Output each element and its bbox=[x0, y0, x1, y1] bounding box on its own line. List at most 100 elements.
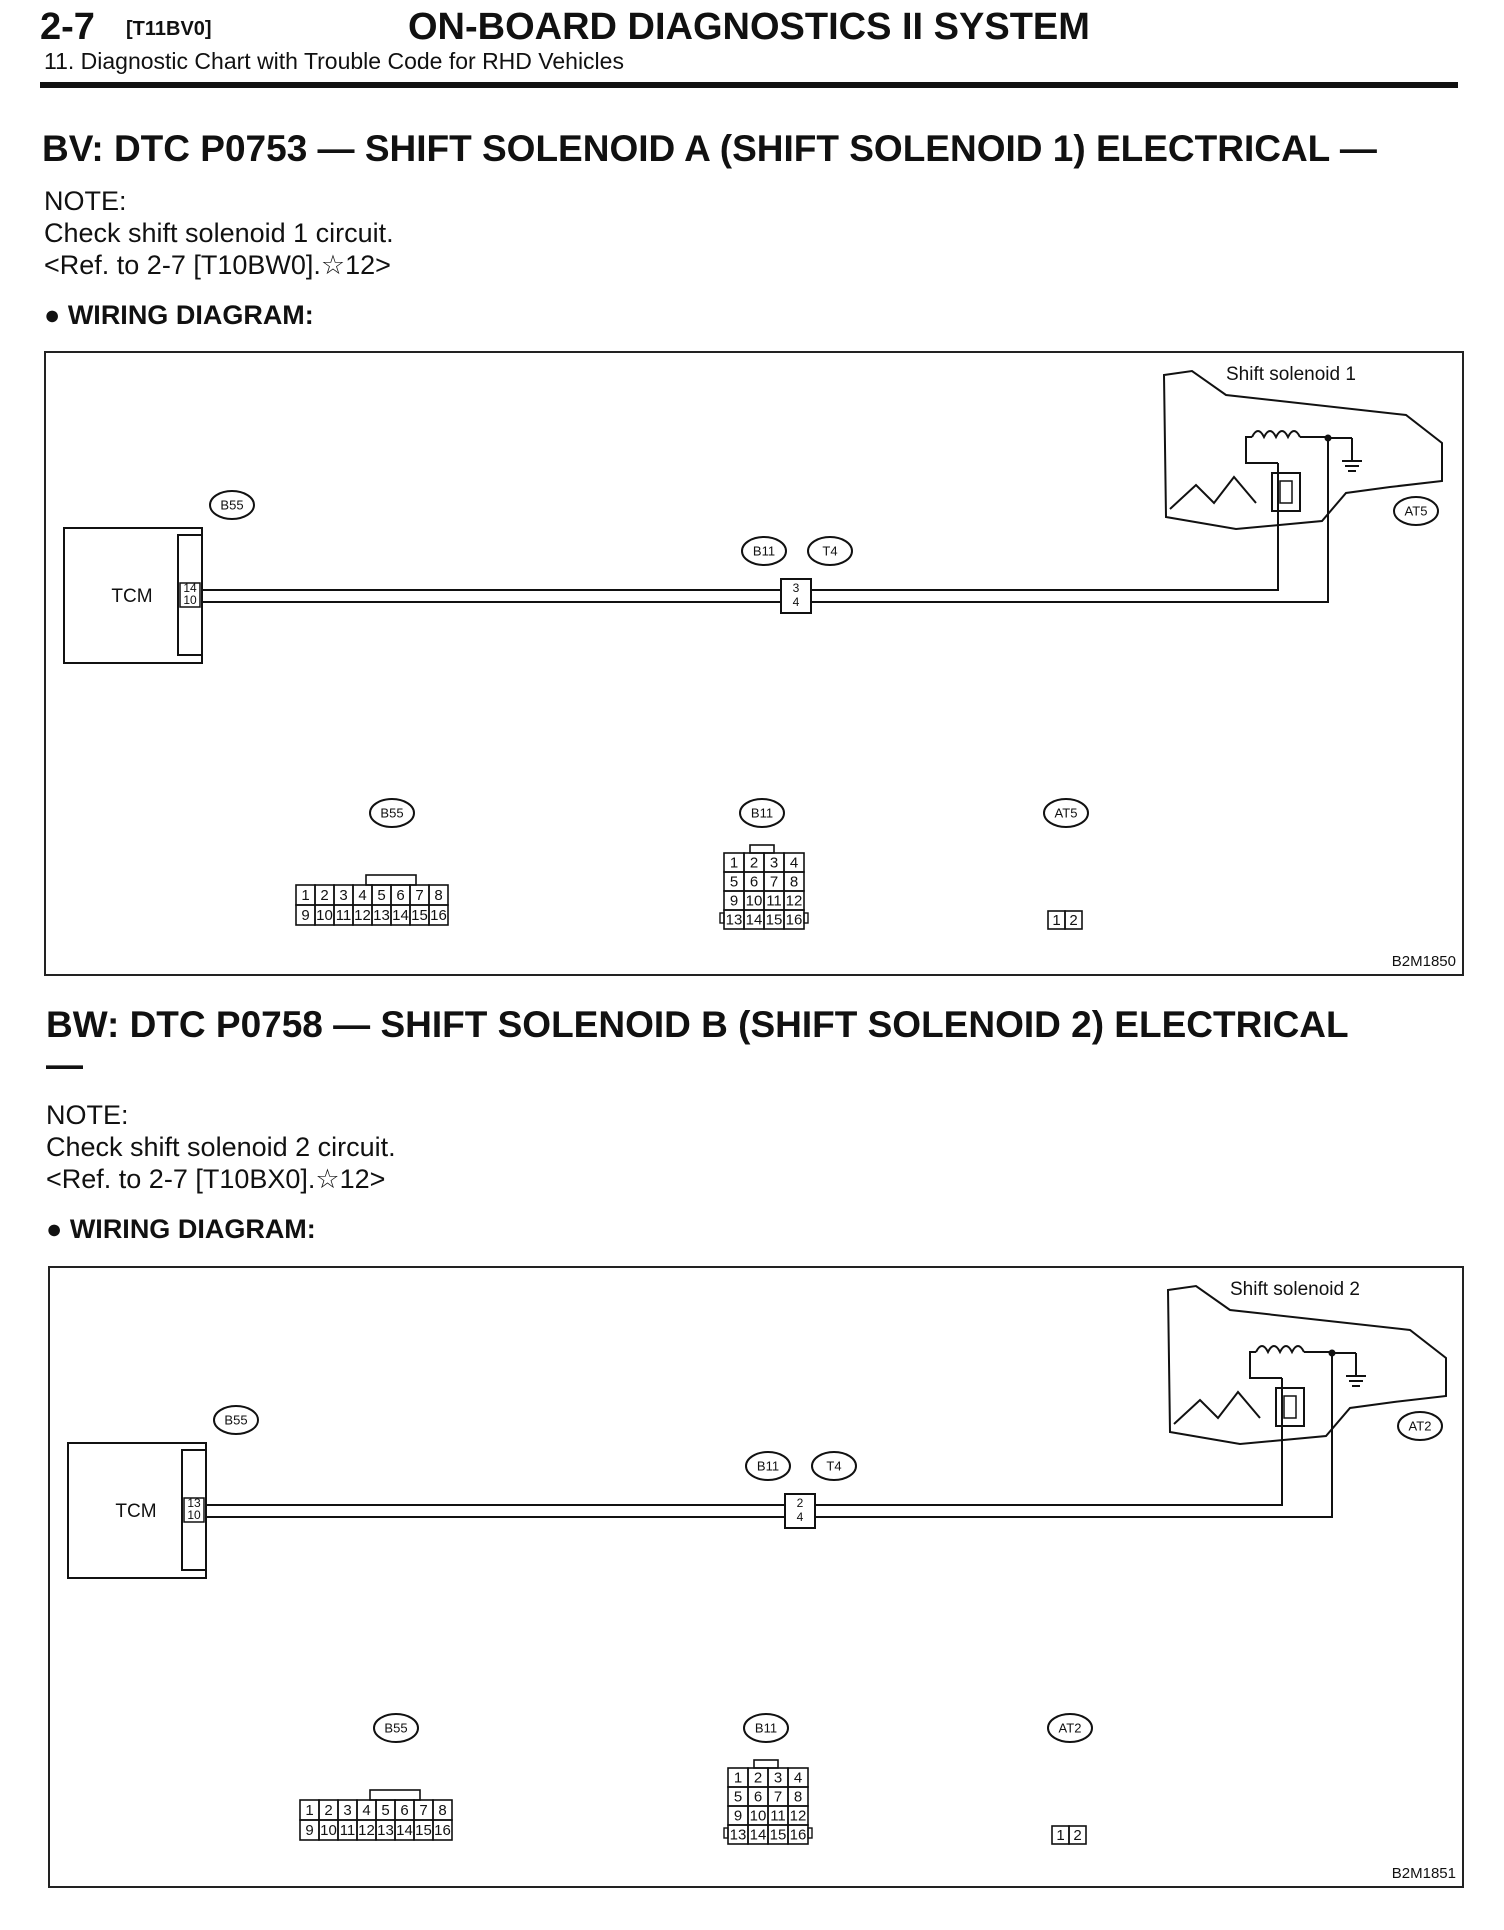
mid-pin-lower: 4 bbox=[797, 1510, 804, 1524]
pin-number: 9 bbox=[734, 1807, 742, 1824]
wiring-label-text: WIRING DIAGRAM: bbox=[69, 1214, 316, 1244]
connector-tag-mid-1: B11 bbox=[745, 1451, 791, 1481]
coil-lead bbox=[1249, 1351, 1282, 1379]
pin-number: 1 bbox=[1052, 912, 1060, 929]
pin-number: 16 bbox=[786, 911, 803, 928]
pin-number: 6 bbox=[400, 1802, 408, 1819]
connector-tag-solenoid: AT2 bbox=[1397, 1411, 1443, 1441]
pin-number: 1 bbox=[305, 1802, 313, 1819]
section-title-bv: BV: DTC P0753 — SHIFT SOLENOID A (SHIFT … bbox=[42, 128, 1377, 169]
pin-number: 8 bbox=[434, 887, 442, 904]
tcm-label: TCM bbox=[115, 1501, 156, 1522]
pin-number: 2 bbox=[750, 854, 758, 871]
solenoid-coil-icon bbox=[1251, 430, 1301, 440]
connector-tag-mid-2-label: T4 bbox=[826, 1458, 841, 1473]
legend-tag-solenoid-outline bbox=[1043, 798, 1089, 828]
pin-number: 9 bbox=[730, 892, 738, 909]
transmission-outline bbox=[1166, 1284, 1447, 1446]
connector-tag-solenoid-outline bbox=[1393, 496, 1439, 526]
transmission-outline bbox=[1162, 369, 1443, 531]
solenoid-connector-body bbox=[1271, 472, 1301, 512]
note-label-bw: NOTE: bbox=[46, 1100, 129, 1130]
legend-tag-solenoid-label: AT5 bbox=[1055, 805, 1078, 820]
pin-number: 8 bbox=[438, 1802, 446, 1819]
connector-tag-tcm-label: B55 bbox=[220, 497, 243, 512]
page-subtitle: 11. Diagnostic Chart with Trouble Code f… bbox=[44, 48, 624, 74]
pin-number: 9 bbox=[305, 1822, 313, 1839]
pin-number: 12 bbox=[790, 1807, 807, 1824]
section-title-bw: BW: DTC P0758 — SHIFT SOLENOID B (SHIFT … bbox=[46, 1004, 1349, 1045]
pin-number: 2 bbox=[1069, 912, 1077, 929]
pin-number: 6 bbox=[750, 873, 758, 890]
connector-tag-tcm-label: B55 bbox=[224, 1412, 247, 1427]
pin-number: 2 bbox=[1073, 1827, 1081, 1844]
pin-number: 11 bbox=[766, 892, 782, 909]
connector-tag-mid-2-label: T4 bbox=[822, 543, 837, 558]
note-label-bv: NOTE: bbox=[44, 186, 127, 216]
pin-cell bbox=[1068, 1825, 1087, 1845]
pin-number: 10 bbox=[750, 1807, 767, 1824]
solenoid-connector-pin bbox=[1283, 1395, 1297, 1419]
pin-number: 6 bbox=[396, 887, 404, 904]
pin-number: 2 bbox=[324, 1802, 332, 1819]
connector-tag-solenoid-label: AT5 bbox=[1405, 503, 1428, 518]
pin-number: 2 bbox=[754, 1769, 762, 1786]
b11-latch bbox=[749, 844, 775, 854]
legend-tag-b55: B55 bbox=[373, 1713, 419, 1743]
b11-latch bbox=[753, 1759, 779, 1769]
transmission-edge bbox=[1173, 1390, 1261, 1425]
pin-number: 3 bbox=[770, 854, 778, 871]
pin-number: 9 bbox=[301, 907, 309, 924]
solenoid-connector-body bbox=[1275, 1387, 1305, 1427]
legend-tag-b11-label: B11 bbox=[751, 805, 773, 820]
pin-cell bbox=[432, 1819, 453, 1841]
pin-number: 13 bbox=[730, 1826, 747, 1843]
wiring-label-bw: ● WIRING DIAGRAM: bbox=[46, 1214, 316, 1245]
connector-tag-mid-1-outline bbox=[745, 1451, 791, 1481]
connector-tag-tcm: B55 bbox=[213, 1405, 259, 1435]
legend-tag-b11: B11 bbox=[739, 798, 785, 828]
connector-tag-mid-2-outline bbox=[807, 536, 853, 566]
pin-number: 11 bbox=[770, 1807, 786, 1824]
pin-cell bbox=[428, 904, 449, 926]
ground-icon bbox=[1342, 460, 1362, 472]
pin-number: 10 bbox=[320, 1822, 337, 1839]
legend-tag-b55-outline bbox=[373, 1713, 419, 1743]
pin-number: 14 bbox=[746, 911, 763, 928]
pin-number: 13 bbox=[377, 1822, 394, 1839]
pin-number: 4 bbox=[790, 854, 798, 871]
bullet-icon: ● bbox=[46, 1214, 63, 1244]
pin-number: 6 bbox=[754, 1788, 762, 1805]
pin-number: 5 bbox=[377, 887, 385, 904]
mid-pin-lower: 4 bbox=[793, 595, 800, 609]
pin-number: 1 bbox=[301, 887, 309, 904]
transmission-edge bbox=[1169, 475, 1257, 510]
connector-tag-solenoid-label: AT2 bbox=[1409, 1418, 1432, 1433]
b55-latch bbox=[365, 874, 417, 886]
connector-tag-mid-2-outline bbox=[811, 1451, 857, 1481]
pin-number: 14 bbox=[396, 1822, 413, 1839]
note-line-bv-1: Check shift solenoid 1 circuit. bbox=[44, 218, 394, 248]
tcm-connector bbox=[177, 534, 203, 656]
tcm-label: TCM bbox=[111, 586, 152, 607]
figure-code: B2M1850 bbox=[1391, 953, 1456, 970]
solenoid-label: Shift solenoid 1 bbox=[1226, 364, 1356, 385]
legend-tag-solenoid: AT5 bbox=[1043, 798, 1089, 828]
connector-tag-tcm-outline bbox=[209, 490, 255, 520]
pin-number: 5 bbox=[381, 1802, 389, 1819]
tcm-connector bbox=[181, 1449, 207, 1571]
legend-tag-solenoid: AT2 bbox=[1047, 1713, 1093, 1743]
section-title-bw-cont: — bbox=[46, 1044, 83, 1085]
tcm-pin-upper: 13 bbox=[187, 1496, 201, 1510]
legend-tag-b11-label: B11 bbox=[755, 1720, 777, 1735]
b11-side-key-left bbox=[723, 1827, 729, 1839]
section-number: 2-7 bbox=[40, 6, 95, 48]
pin-number: 8 bbox=[794, 1788, 802, 1805]
b11-side-key-right bbox=[803, 912, 809, 924]
